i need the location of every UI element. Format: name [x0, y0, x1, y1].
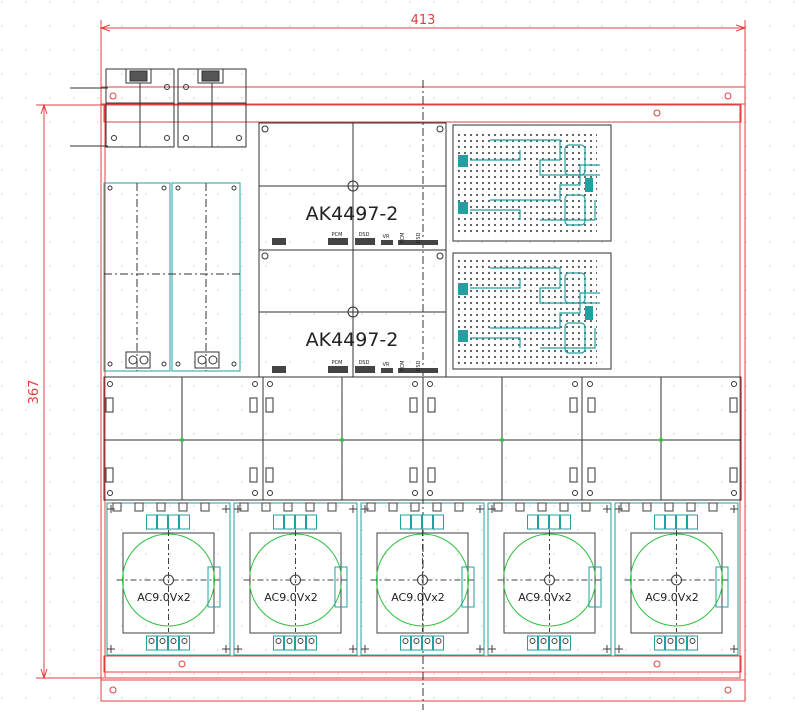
dac-board-2-vr-label: VR: [383, 362, 390, 368]
leader-lines: [70, 87, 108, 147]
input-connector-1: [105, 68, 175, 148]
transformer-board: [233, 502, 358, 656]
dac-board-1-title: AK4497-2: [306, 203, 399, 225]
dac-board-2-dsd-label: DSD: [359, 360, 370, 366]
transformer-row: [106, 502, 739, 656]
input-connector-2: [177, 68, 247, 148]
transformer-3-label: AC9.0Vx2: [391, 591, 445, 604]
transformer-2-label: AC9.0Vx2: [264, 591, 318, 604]
transformer-5-label: AC9.0Vx2: [645, 591, 699, 604]
dac-board-2-pcm-label: PCM: [332, 360, 343, 366]
transformer-board: [106, 502, 231, 656]
regulator-row: [103, 376, 742, 501]
transformer-1-label: AC9.0Vx2: [137, 591, 191, 604]
transformer-4-label: AC9.0Vx2: [518, 591, 572, 604]
dac-board-2-pcm2-label: PCM: [400, 361, 406, 372]
dac-board-1-dsd-label: DSD: [359, 232, 370, 238]
height-dimension: [36, 103, 104, 680]
width-dimension-label: 413: [411, 13, 436, 28]
dac-board-1-dsd2-label: DSD: [416, 232, 422, 243]
transformer-board: [487, 502, 612, 656]
left-power-boards: [103, 182, 241, 372]
transformer-board: [614, 502, 739, 656]
dac-board-2-dsd2-label: DSD: [416, 360, 422, 371]
transformer-board: [360, 502, 485, 656]
dac-board-1-vr-label: VR: [383, 234, 390, 240]
dac-board-2-title: AK4497-2: [306, 329, 399, 351]
dac-board-1-pcm2-label: PCM: [400, 233, 406, 244]
perf-board-2: [452, 252, 612, 370]
dac-board-1-pcm-label: PCM: [332, 232, 343, 238]
perf-board-1: [452, 124, 612, 242]
height-dimension-label: 367: [27, 380, 42, 405]
